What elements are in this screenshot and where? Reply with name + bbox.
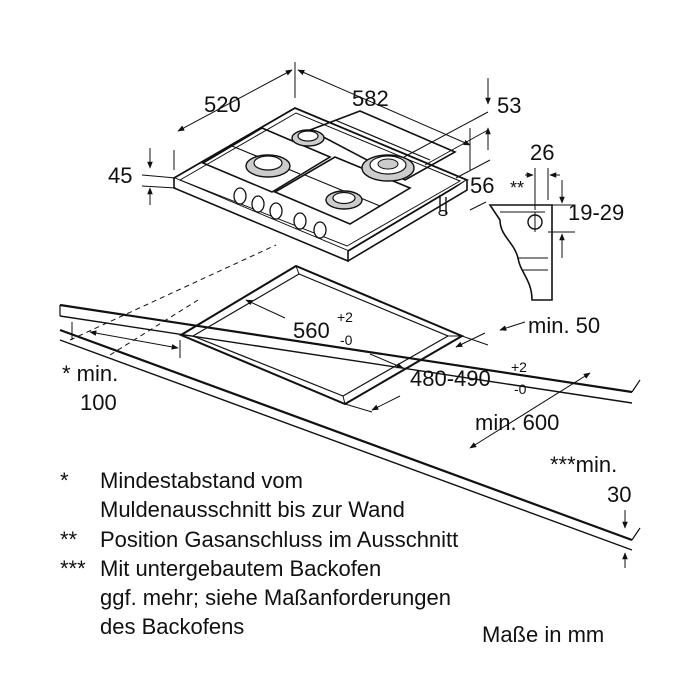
dim-min-wall-line2: 100 bbox=[80, 390, 117, 415]
dim-min-oven-line1: ***min. bbox=[550, 452, 617, 477]
dim-offset-56: 56 bbox=[470, 173, 494, 198]
legend-mark: * bbox=[60, 468, 69, 493]
legend-line: Mit untergebautem Backofen bbox=[100, 556, 382, 581]
legend-line: Muldenausschnitt bis zur Wand bbox=[100, 497, 405, 522]
burner bbox=[361, 154, 415, 182]
dim-min-wall-line1: * min. bbox=[62, 361, 118, 386]
legend-item: * Mindestabstand vom bbox=[60, 466, 303, 495]
legend-line: Mindestabstand vom bbox=[100, 468, 303, 493]
dim-cutout-depth-tol-minus: -0 bbox=[514, 381, 527, 397]
legend-mark: ** bbox=[60, 527, 78, 552]
cutout-dimension-lines bbox=[71, 299, 628, 568]
dim-gas-19-29: 19-29 bbox=[568, 200, 624, 225]
legend-line: ggf. mehr; siehe Maßanforderungen bbox=[100, 585, 451, 610]
legend-line: des Backofens bbox=[100, 614, 245, 639]
legend-item: *** Mit untergebautem Backofen bbox=[60, 554, 381, 583]
hob-dimension-lines bbox=[141, 62, 491, 211]
legend-line: Position Gasanschluss im Ausschnitt bbox=[100, 527, 459, 552]
dim-height-45: 45 bbox=[108, 163, 132, 188]
dim-cutout-depth-tol-plus: +2 bbox=[511, 359, 527, 375]
dim-cutout-width: 560 bbox=[293, 318, 330, 343]
hob bbox=[171, 106, 469, 263]
dim-min-front: min. 50 bbox=[528, 313, 600, 338]
dim-min-depth: min. 600 bbox=[475, 410, 559, 435]
control-knobs bbox=[233, 187, 327, 239]
dim-width-582: 582 bbox=[352, 86, 389, 111]
gas-marker: ** bbox=[510, 178, 524, 198]
dim-cutout-width-tol-plus: +2 bbox=[337, 309, 353, 325]
projection-lines bbox=[69, 244, 277, 356]
burner bbox=[245, 154, 291, 178]
gas-connection-detail bbox=[488, 168, 575, 301]
burner bbox=[325, 190, 363, 210]
dim-depth-520: 520 bbox=[204, 92, 241, 117]
legend-mark: *** bbox=[60, 556, 86, 581]
legend-item: ** Position Gasanschluss im Ausschnitt bbox=[60, 525, 458, 554]
dim-min-oven-line2: 30 bbox=[607, 482, 631, 507]
units-note: Maße in mm bbox=[482, 622, 605, 647]
dim-cutout-width-tol-minus: -0 bbox=[340, 332, 353, 348]
dim-offset-53: 53 bbox=[497, 93, 521, 118]
dim-cutout-depth: 480-490 bbox=[410, 366, 491, 391]
dim-gas-26: 26 bbox=[530, 140, 554, 165]
